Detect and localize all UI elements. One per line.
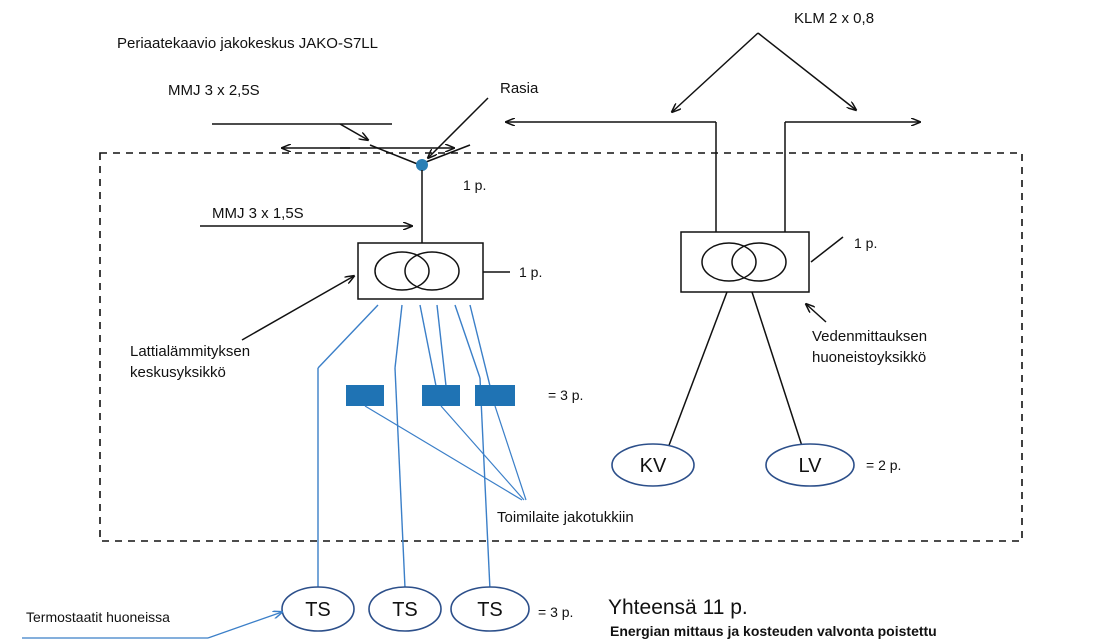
enclosure-boundary <box>99 152 1023 542</box>
diagram-title: Periaatekaavio jakokeskus JAKO-S7LL <box>117 35 378 52</box>
water-unit-pointer <box>806 304 827 323</box>
klm-branch-right <box>757 32 856 110</box>
thermostat-wire-2 <box>394 304 403 369</box>
floor-heating-unit-box <box>357 242 484 300</box>
actuator-leader-3 <box>494 405 527 501</box>
rasia-points: 1 p. <box>463 177 486 193</box>
rasia-pointer <box>428 97 489 158</box>
klm-branch-left <box>672 32 759 112</box>
floor-unit-label-line1: Lattialämmityksen <box>130 343 250 360</box>
cable-label-klm: KLM 2 x 0,8 <box>794 10 874 27</box>
rasia-label: Rasia <box>500 80 539 97</box>
actuator-leader-1 <box>364 405 523 501</box>
water-coil-left <box>701 242 757 282</box>
actuator-1 <box>346 385 384 406</box>
transformer-coil-right <box>404 251 460 291</box>
thermostat-3 <box>450 586 530 632</box>
water-unit-points: 1 p. <box>854 235 877 251</box>
actuators-label: Toimilaite jakotukkiin <box>497 509 634 526</box>
thermostat-2-label: TS <box>392 599 418 621</box>
junction-box-rasia <box>416 159 428 171</box>
valve-wire-kv <box>667 291 728 449</box>
actuator-points: = 3 p. <box>548 387 583 403</box>
floor-unit-pointer <box>241 276 354 341</box>
water-metering-unit-box <box>680 231 810 293</box>
thermostat-1 <box>281 586 355 632</box>
water-unit-label-line2: huoneistoyksikkö <box>812 349 926 366</box>
thermostat-pointer-diag <box>207 612 282 639</box>
note-removed: Energian mittaus ja kosteuden valvonta p… <box>610 623 937 639</box>
valve-lv-label: LV <box>799 455 823 477</box>
actuator-2 <box>422 385 460 406</box>
rasia-feed-left <box>369 144 421 166</box>
thermostat-2 <box>368 586 442 632</box>
water-coil-right <box>731 242 787 282</box>
thermostats-label: Termostaatit huoneissa <box>26 609 170 625</box>
water-unit-point-leader <box>810 236 844 263</box>
thermostat-wire-3 <box>454 304 481 379</box>
cable-label-mmj-25: MMJ 3 x 2,5S <box>168 82 260 99</box>
floor-unit-label-line2: keskusyksikkö <box>130 364 226 381</box>
valve-kv <box>611 443 695 487</box>
total-points: Yhteensä 11 p. <box>608 596 748 619</box>
thermostat-1-label: TS <box>305 599 331 621</box>
actuator-leader-2 <box>440 405 525 501</box>
cable-label-mmj-15: MMJ 3 x 1,5S <box>212 205 304 222</box>
actuator-wire-3 <box>469 304 491 387</box>
actuator-wire-1 <box>419 304 437 387</box>
valve-points: = 2 p. <box>866 457 901 473</box>
valve-lv <box>765 443 855 487</box>
water-unit-label-line1: Vedenmittauksen <box>812 328 927 345</box>
thermostat-wire-3b <box>479 377 491 591</box>
valve-wire-lv <box>751 291 803 447</box>
thermostat-wire-1 <box>317 304 379 369</box>
transformer-coil-left <box>374 251 430 291</box>
actuator-wire-2 <box>436 304 447 387</box>
floor-unit-points: 1 p. <box>519 264 542 280</box>
actuator-3 <box>475 385 515 406</box>
thermostat-3-label: TS <box>477 599 503 621</box>
valve-kv-label: KV <box>640 455 667 477</box>
thermostat-wire-2b <box>394 367 406 589</box>
thermostat-points: = 3 p. <box>538 604 573 620</box>
cable-pointer-arrow <box>339 123 368 140</box>
